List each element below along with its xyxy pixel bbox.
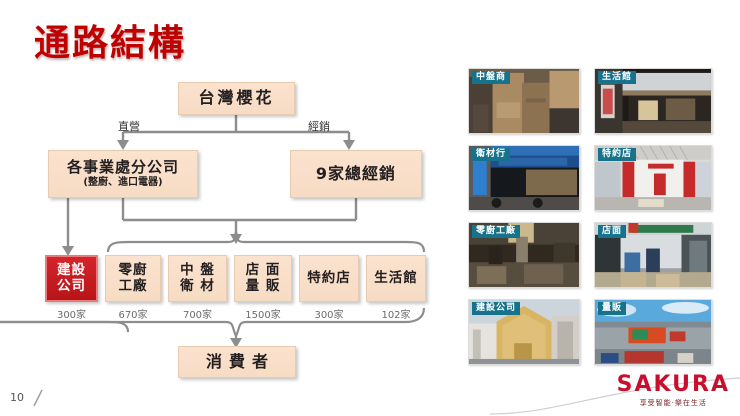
channel-label-line2: 量 販 xyxy=(245,277,281,294)
channel-box-lifestyle-hall: 生活館 xyxy=(366,255,426,302)
photo-card: 特約店 xyxy=(594,145,712,211)
node-division-companies-main: 各事業處分公司 xyxy=(66,157,179,176)
photo-card: 建設公司 xyxy=(468,299,580,365)
channel-label-line1: 中 盤 xyxy=(180,261,215,278)
channel-label-line1: 生活館 xyxy=(374,269,418,286)
photo-label: 中盤商 xyxy=(472,71,511,85)
channel-count: 300家 xyxy=(314,310,344,321)
channel-box-kitchen-factory: 零廚 工廠 xyxy=(105,255,161,302)
page-number: 10 xyxy=(10,391,24,404)
sakura-logo: SAKURA 享受智能‧樂在生活 xyxy=(617,374,730,408)
channel-count: 1500家 xyxy=(245,310,281,321)
photo-label: 衛材行 xyxy=(472,148,511,162)
channel-count: 300家 xyxy=(56,310,87,321)
edge-label-dealer: 經銷 xyxy=(308,120,330,133)
channel-box-construction: 建設 公司 xyxy=(45,255,98,302)
retail-shopfront-image xyxy=(595,223,711,287)
channel-label-line1: 店 面 xyxy=(245,261,281,278)
photo-card: 零廚工廠 xyxy=(468,222,580,288)
channel-label-line2: 公司 xyxy=(57,277,86,294)
photo-label: 特約店 xyxy=(598,148,637,162)
warehouse-cartons-image xyxy=(469,69,579,133)
photo-card: 量販 xyxy=(594,299,712,365)
channel-label-line1: 零廚 xyxy=(118,261,148,278)
photo-label: 零廚工廠 xyxy=(472,225,521,239)
channel-label-line1: 建設 xyxy=(57,261,86,278)
photo-card: 衛材行 xyxy=(468,145,580,211)
photo-card: 中盤商 xyxy=(468,68,580,134)
channel-count: 102家 xyxy=(381,310,411,321)
photo-grid: 中盤商 生活館 xyxy=(468,68,716,368)
channel-box-wholesale-sanitary: 中 盤 衛 材 xyxy=(168,255,227,302)
sakura-logo-wordmark: SAKURA xyxy=(616,372,730,397)
photo-label: 生活館 xyxy=(598,71,637,85)
footer-swoosh-decoration xyxy=(490,377,740,415)
channel-structure-diagram: 直營 經銷 台灣櫻花 各事業處分公司 (整廚、進口電器) 9家總經銷 建設 公司… xyxy=(0,60,460,390)
channel-count: 700家 xyxy=(182,310,213,321)
channel-box-dealer: 特約店 xyxy=(299,255,359,302)
channel-label-line2: 衛 材 xyxy=(180,277,215,294)
node-division-companies: 各事業處分公司 (整廚、進口電器) xyxy=(48,150,198,198)
node-general-distributors: 9家總經銷 xyxy=(290,150,422,198)
channel-count: 670家 xyxy=(118,310,148,321)
channel-label-line1: 特約店 xyxy=(307,269,351,286)
photo-card: 店面 xyxy=(594,222,712,288)
photo-label: 店面 xyxy=(598,225,627,239)
node-division-companies-sub: (整廚、進口電器) xyxy=(83,177,163,189)
channel-box-store-hypermarket: 店 面 量 販 xyxy=(234,255,292,302)
channel-label-line2: 工廠 xyxy=(118,277,148,294)
sakura-logo-tagline: 享受智能‧樂在生活 xyxy=(639,399,707,407)
photo-card: 生活館 xyxy=(594,68,712,134)
page-number-slash xyxy=(33,389,43,407)
connector-lines xyxy=(0,115,426,348)
page-title: 通路結構 xyxy=(34,23,187,64)
edge-label-direct: 直營 xyxy=(118,120,140,133)
sakura-dealer-store-image xyxy=(595,146,711,210)
node-consumer: 消費者 xyxy=(178,346,296,378)
photo-label: 量販 xyxy=(598,302,627,316)
node-parent-company: 台灣櫻花 xyxy=(178,82,295,115)
building-construction-image xyxy=(469,300,579,364)
photo-label: 建設公司 xyxy=(472,302,521,316)
